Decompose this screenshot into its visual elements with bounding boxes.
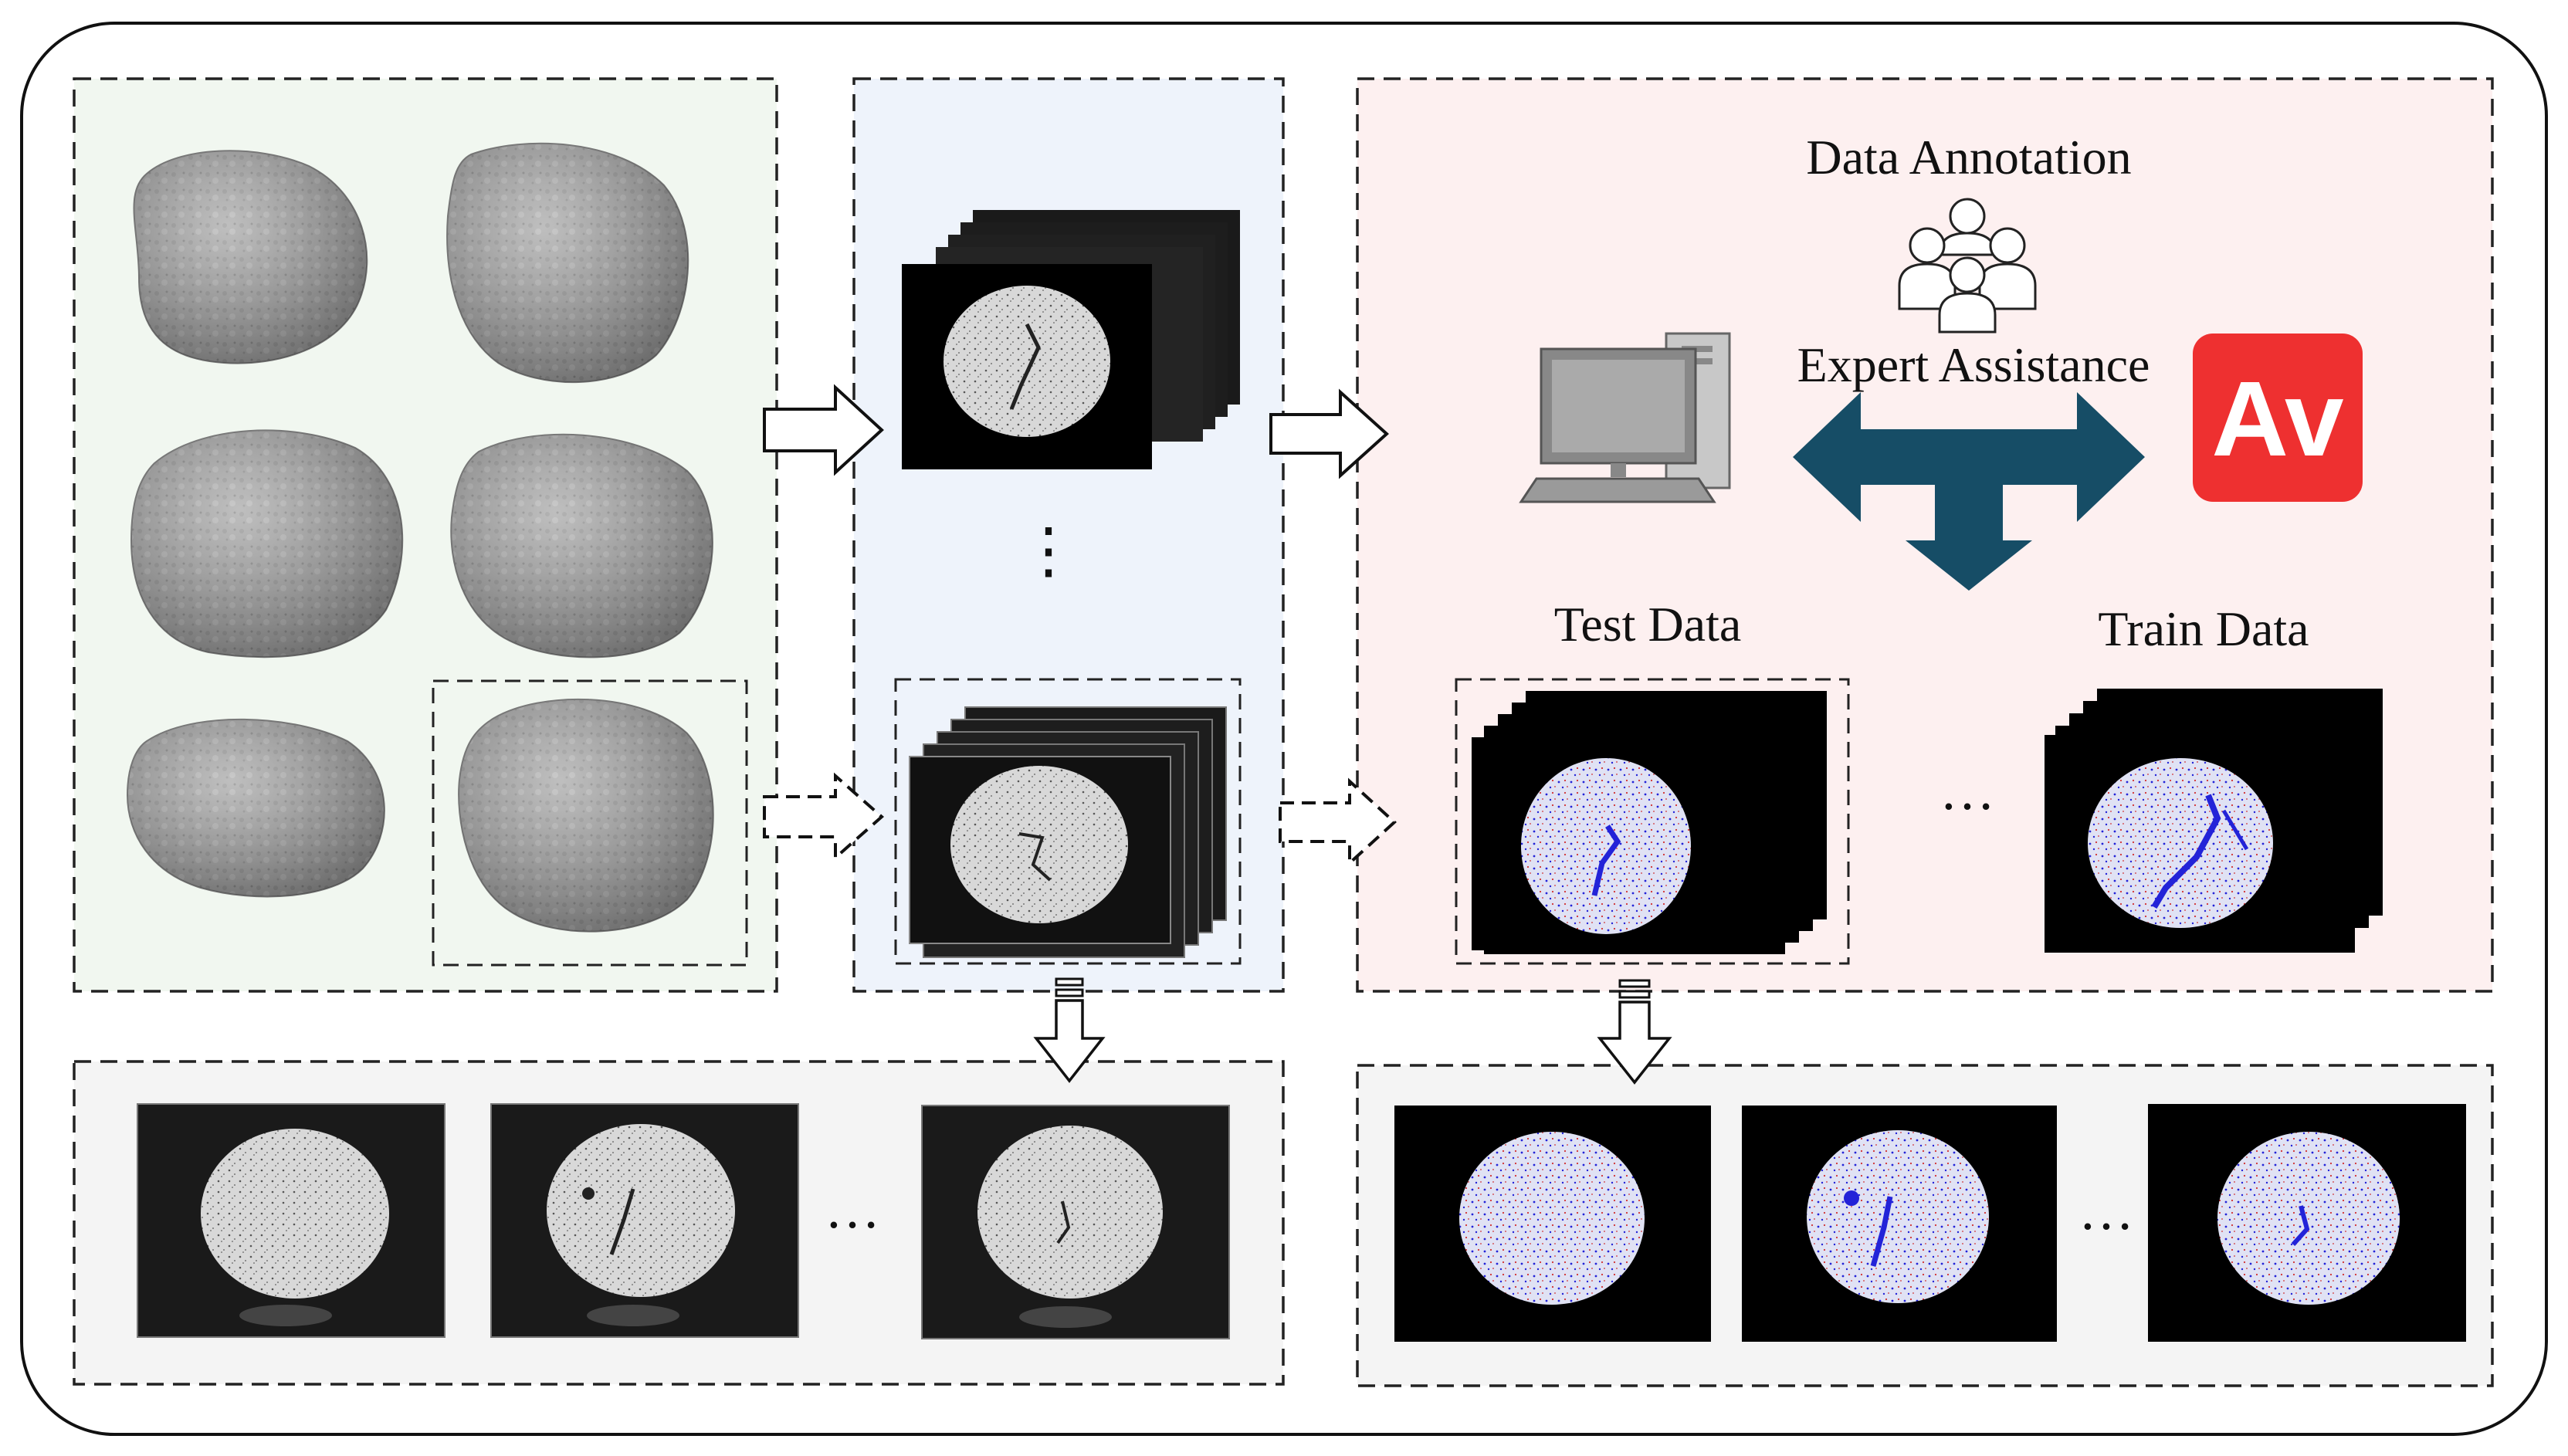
expert-assistance-label: Expert Assistance: [1797, 337, 2150, 392]
rock-specimen: [130, 429, 404, 659]
annotated-sample-2: [1742, 1106, 2057, 1342]
selected-specimen-box: [432, 679, 748, 967]
rock-specimen: [446, 142, 689, 384]
av-logo-text: Av: [2211, 360, 2344, 479]
ellipsis-bottom-left: …: [825, 1178, 880, 1240]
rock-specimen: [458, 698, 714, 933]
test-data-stack: [1472, 691, 1827, 954]
ct-slice-stack-selected: [909, 706, 1227, 958]
bidirectional-arrow-icon: [1793, 392, 2145, 591]
arrow-right-dashed-2: [1279, 777, 1397, 867]
train-data-label: Train Data: [2098, 601, 2309, 656]
rock-specimens: [126, 142, 748, 967]
arrow-down-2: [1597, 979, 1672, 1085]
computer-icon: [1519, 332, 1731, 503]
test-data-box: [1455, 678, 1850, 965]
arrow-right-2: [1269, 388, 1389, 479]
train-data-stack: [2045, 689, 2383, 953]
arrow-right-1: [763, 384, 884, 476]
arrow-right-dashed-1: [763, 772, 885, 862]
ct-sample-2: [490, 1103, 799, 1338]
people-group-icon: [1898, 198, 2037, 334]
data-annotation-label: Data Annotation: [1806, 130, 2131, 185]
test-data-label: Test Data: [1554, 597, 1742, 652]
selected-slice-box: [894, 678, 1242, 965]
rock-specimen: [450, 433, 713, 659]
ct-sample-1: [137, 1103, 446, 1338]
arrow-down-1: [1033, 977, 1106, 1083]
ellipsis-bottom-right: …: [2078, 1180, 2134, 1241]
ellipsis-middle: …: [1940, 760, 1995, 821]
rock-specimen: [133, 150, 368, 364]
rock-specimen: [126, 718, 385, 898]
annotated-sample-1: [1394, 1106, 1711, 1342]
avizo-logo-icon: Av: [2193, 334, 2363, 502]
vertical-ellipsis: ⋮: [1018, 517, 1079, 585]
annotated-sample-3: [2148, 1104, 2466, 1342]
ct-slice-stack-top: [902, 210, 1240, 469]
ct-sample-3: [921, 1105, 1230, 1339]
